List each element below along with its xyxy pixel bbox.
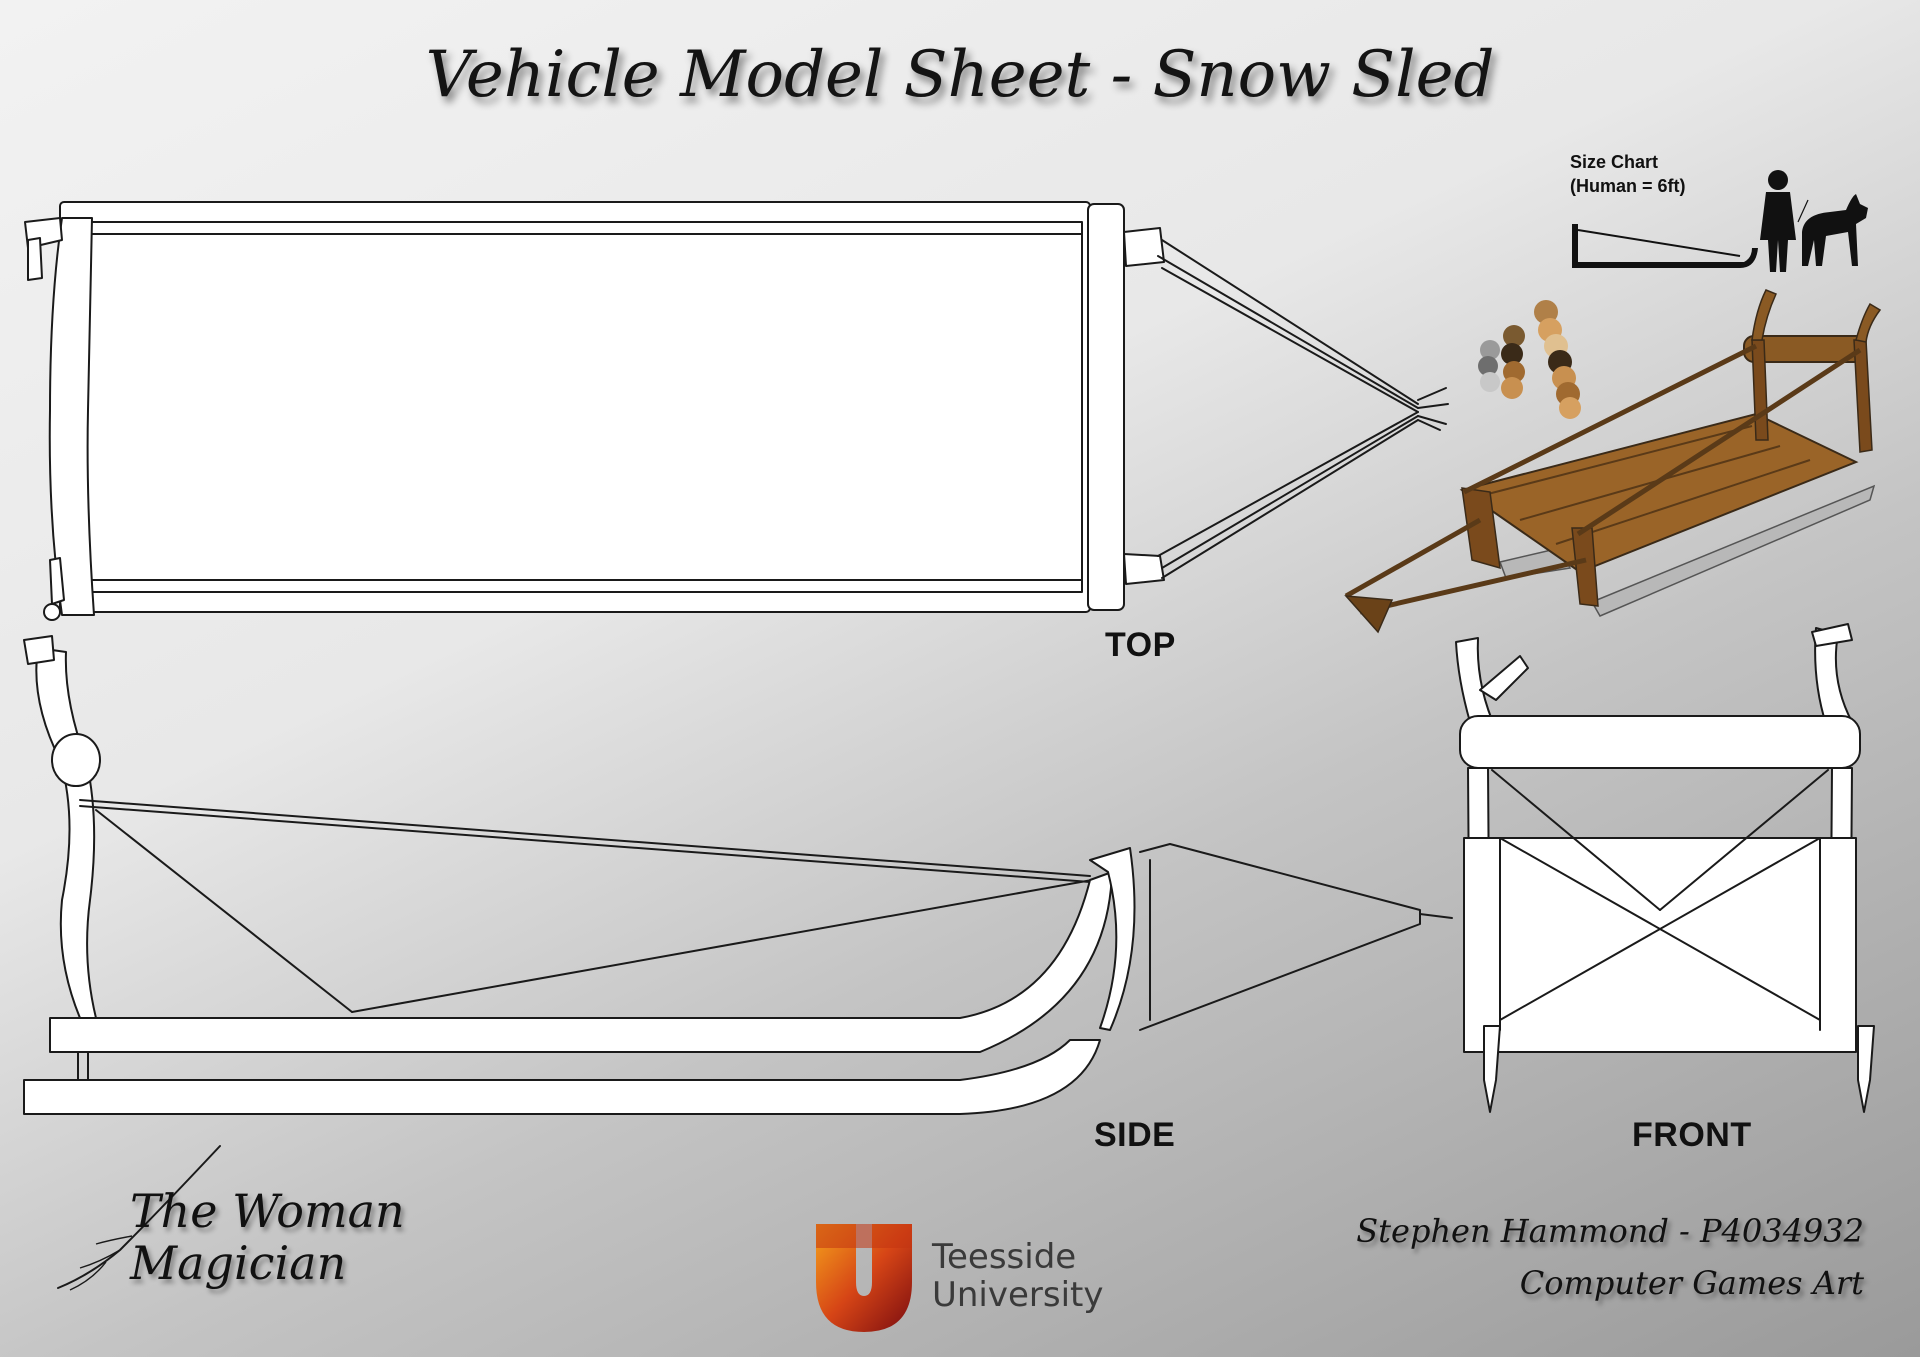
university-logo-icon xyxy=(816,1224,912,1332)
author-name-id: Stephen Hammond - P4034932 xyxy=(1356,1212,1864,1250)
size-chart-scale-note: (Human = 6ft) xyxy=(1570,176,1686,196)
human-silhouette-icon xyxy=(1760,170,1796,272)
front-view-label: FRONT xyxy=(1632,1116,1752,1154)
brand-logo-line1: The Woman xyxy=(130,1184,405,1238)
side-view-label: SIDE xyxy=(1094,1116,1176,1154)
author-credit: Stephen Hammond - P4034932 Computer Game… xyxy=(1356,1205,1864,1309)
top-view-label: TOP xyxy=(1105,626,1176,664)
university-name: Teesside University xyxy=(932,1238,1104,1314)
course-name: Computer Games Art xyxy=(1519,1264,1864,1302)
sheet-title: Vehicle Model Sheet - Snow Sled xyxy=(425,38,1495,112)
university-name-line1: Teesside xyxy=(932,1237,1077,1277)
university-name-line2: University xyxy=(932,1275,1104,1315)
size-chart-label: Size Chart xyxy=(1570,152,1659,172)
brand-logo-line2: Magician xyxy=(130,1236,347,1290)
size-chart-title: Size Chart (Human = 6ft) xyxy=(1570,150,1686,198)
dog-silhouette-icon xyxy=(1802,194,1868,266)
brand-logo: The Woman Magician xyxy=(130,1185,405,1289)
